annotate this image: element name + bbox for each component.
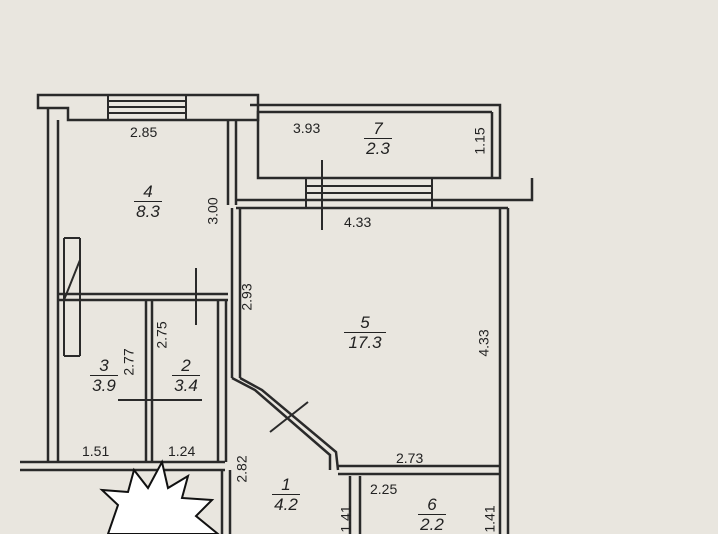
wall-room2-right bbox=[216, 300, 228, 462]
room-area: 8.3 bbox=[136, 202, 160, 221]
room-area: 2.3 bbox=[366, 139, 390, 158]
window-left bbox=[63, 237, 81, 357]
room-area: 17.3 bbox=[348, 333, 382, 352]
room-3-label: 3 3.9 bbox=[84, 357, 124, 394]
window-top bbox=[107, 95, 187, 120]
window-balcony bbox=[305, 178, 433, 208]
doors bbox=[118, 160, 323, 433]
dim-3-00: 3.00 bbox=[204, 197, 221, 225]
room-area: 3.9 bbox=[92, 376, 116, 395]
room-number: 1 bbox=[281, 475, 291, 494]
room-5-label: 5 17.3 bbox=[338, 314, 392, 351]
dim-2-73: 2.73 bbox=[396, 450, 424, 466]
room-divider bbox=[272, 494, 300, 495]
dim-2-82: 2.82 bbox=[233, 455, 250, 483]
dim-2-25: 2.25 bbox=[370, 481, 398, 497]
door-room5 bbox=[269, 401, 309, 433]
dim-1-24: 1.24 bbox=[168, 443, 196, 459]
wall-room5-left bbox=[230, 208, 242, 378]
walls bbox=[20, 93, 534, 534]
windows bbox=[63, 95, 433, 357]
wall-left-outer bbox=[46, 108, 60, 462]
room-divider bbox=[172, 375, 200, 376]
wall-room4-bottom bbox=[58, 292, 228, 302]
wall-balcony-7 bbox=[250, 103, 502, 180]
room-divider bbox=[90, 375, 118, 376]
room-number: 6 bbox=[427, 495, 437, 514]
room-divider bbox=[134, 201, 162, 202]
room-1-label: 1 4.2 bbox=[266, 476, 306, 513]
dim-2-93: 2.93 bbox=[238, 283, 255, 311]
room-number: 4 bbox=[143, 182, 153, 201]
dim-4-33-top: 4.33 bbox=[344, 214, 372, 230]
room-divider bbox=[364, 138, 392, 139]
room-6-label: 6 2.2 bbox=[412, 496, 452, 533]
room-number: 5 bbox=[360, 313, 370, 332]
wall-3-2-bottom bbox=[20, 460, 225, 472]
room-number: 7 bbox=[373, 119, 383, 138]
room-area: 4.2 bbox=[274, 495, 298, 514]
room-area: 3.4 bbox=[174, 376, 198, 395]
wall-top-left bbox=[36, 93, 260, 122]
wall-room1-left bbox=[220, 470, 232, 534]
room-2-label: 2 3.4 bbox=[166, 357, 206, 394]
dim-1-51: 1.51 bbox=[82, 443, 110, 459]
wall-room1-right bbox=[348, 476, 362, 534]
dim-3-93: 3.93 bbox=[293, 120, 321, 136]
room-number: 2 bbox=[181, 356, 191, 375]
room-7-label: 7 2.3 bbox=[358, 120, 398, 157]
dim-2-75: 2.75 bbox=[153, 321, 170, 349]
starburst-shape bbox=[99, 459, 220, 534]
wall-3-2 bbox=[144, 300, 154, 462]
wall-room5-bottom bbox=[338, 464, 500, 476]
dim-1-15: 1.15 bbox=[471, 127, 488, 155]
dim-1-41-left: 1.41 bbox=[337, 505, 354, 533]
room-divider bbox=[344, 332, 386, 333]
wall-room4-right bbox=[226, 120, 238, 205]
room-4-label: 4 8.3 bbox=[128, 183, 168, 220]
wall-right-outer bbox=[498, 208, 510, 534]
wall-diagonal bbox=[231, 376, 340, 471]
dim-2-85: 2.85 bbox=[130, 124, 158, 140]
room-area: 2.2 bbox=[420, 515, 444, 534]
room-number: 3 bbox=[99, 356, 109, 375]
dim-1-41-right: 1.41 bbox=[481, 505, 498, 533]
room-divider bbox=[418, 514, 446, 515]
dim-4-33-right: 4.33 bbox=[475, 329, 492, 357]
